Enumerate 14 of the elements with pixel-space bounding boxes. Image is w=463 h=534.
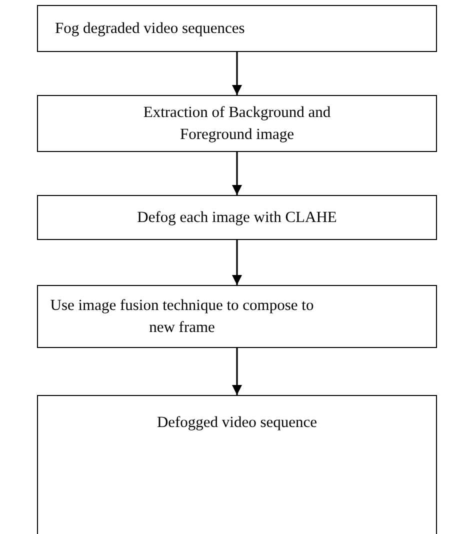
process-box — [37, 395, 437, 534]
arrow — [232, 348, 242, 395]
process-box — [37, 285, 437, 348]
arrow — [232, 52, 242, 95]
step-text: Use image fusion technique to compose to new frame — [49, 296, 315, 338]
process-box — [37, 95, 437, 152]
step-text: Fog degraded video sequences — [55, 18, 245, 38]
process-box — [37, 5, 437, 52]
step-text: Defogged video sequence — [156, 413, 318, 433]
step-text: Extraction of Background and Foreground image — [142, 102, 332, 144]
process-box — [37, 195, 437, 240]
step-text: Defog each image with CLAHE — [137, 208, 337, 228]
arrow — [232, 152, 242, 195]
arrow — [232, 240, 242, 285]
